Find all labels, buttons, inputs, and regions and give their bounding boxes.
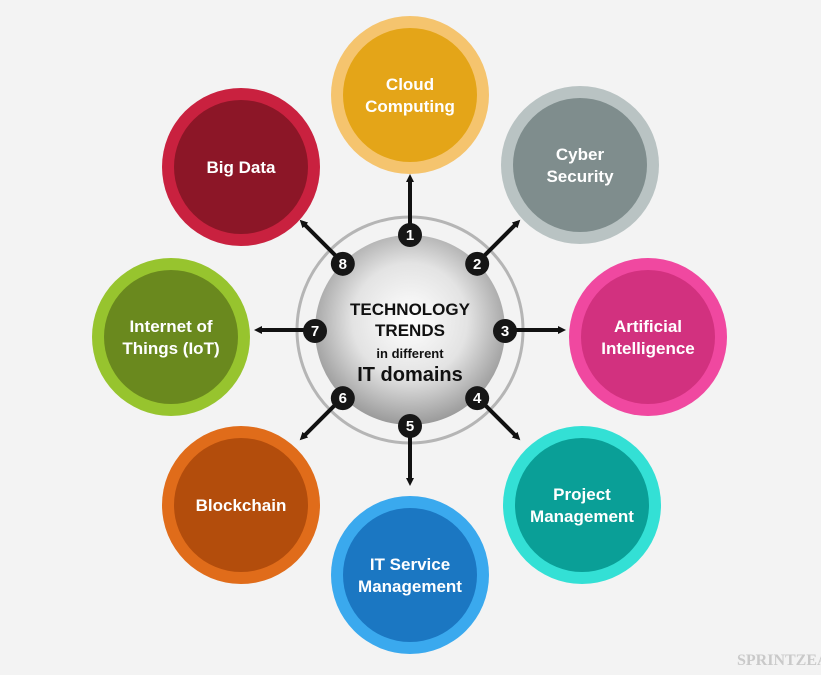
node-inner-circle (104, 270, 238, 404)
badge-circle (465, 386, 490, 411)
node-label-line: Cloud (386, 75, 434, 94)
node-label-line: Computing (365, 97, 455, 116)
badge-circle (398, 223, 422, 247)
node-label-line: Artificial (614, 317, 682, 336)
badge-circle (303, 319, 327, 343)
badge-circle (330, 386, 355, 411)
badge-circle (398, 414, 422, 438)
center-line-3: in different (376, 346, 444, 361)
node-label-line: Project (553, 485, 611, 504)
node-big-data: Big Data (162, 88, 320, 246)
node-inner-circle (513, 98, 647, 232)
badge-number: 8 (339, 256, 347, 273)
node-inner-circle (174, 100, 308, 234)
number-badge-8: 8 (330, 251, 355, 276)
number-badge-7: 7 (303, 319, 327, 343)
node-label-line: IT Service (370, 555, 450, 574)
node-label-line: Big Data (207, 158, 277, 177)
badge-number: 2 (473, 256, 481, 273)
node-inner-circle (343, 28, 477, 162)
center-line-2: TRENDS (375, 321, 445, 340)
node-internet-of-things: Internet of Things (IoT) (92, 258, 250, 416)
badge-circle (493, 319, 517, 343)
node-label-line: Things (IoT) (122, 339, 219, 358)
badge-number: 6 (339, 390, 347, 407)
node-label-line: Blockchain (196, 496, 287, 515)
badge-number: 3 (501, 323, 509, 340)
badge-number: 4 (473, 390, 482, 407)
badge-number: 5 (406, 418, 414, 435)
badge-circle (330, 251, 355, 276)
node-inner-circle (581, 270, 715, 404)
number-badge-1: 1 (398, 223, 422, 247)
badge-number: 7 (311, 323, 319, 340)
center-line-1: TECHNOLOGY (350, 300, 471, 319)
node-inner-circle (343, 508, 477, 642)
node-label-line: Management (358, 577, 462, 596)
node-label-line: Management (530, 507, 634, 526)
node-inner-circle (515, 438, 649, 572)
node-label-line: Cyber (556, 145, 605, 164)
watermark-logo: SPRINTZEAL (737, 652, 821, 669)
center-sphere (315, 235, 505, 425)
node-label-line: Intelligence (601, 339, 695, 358)
number-badge-5: 5 (398, 414, 422, 438)
number-badge-4: 4 (465, 386, 490, 411)
number-badge-3: 3 (493, 319, 517, 343)
badge-circle (465, 251, 490, 276)
node-label-line: Internet of (129, 317, 212, 336)
node-label-line: Security (546, 167, 614, 186)
node-inner-circle (174, 438, 308, 572)
badge-number: 1 (406, 227, 414, 244)
center-line-4: IT domains (357, 364, 463, 386)
number-badge-6: 6 (330, 386, 355, 411)
node-blockchain: Blockchain (162, 426, 320, 584)
number-badge-2: 2 (465, 251, 490, 276)
